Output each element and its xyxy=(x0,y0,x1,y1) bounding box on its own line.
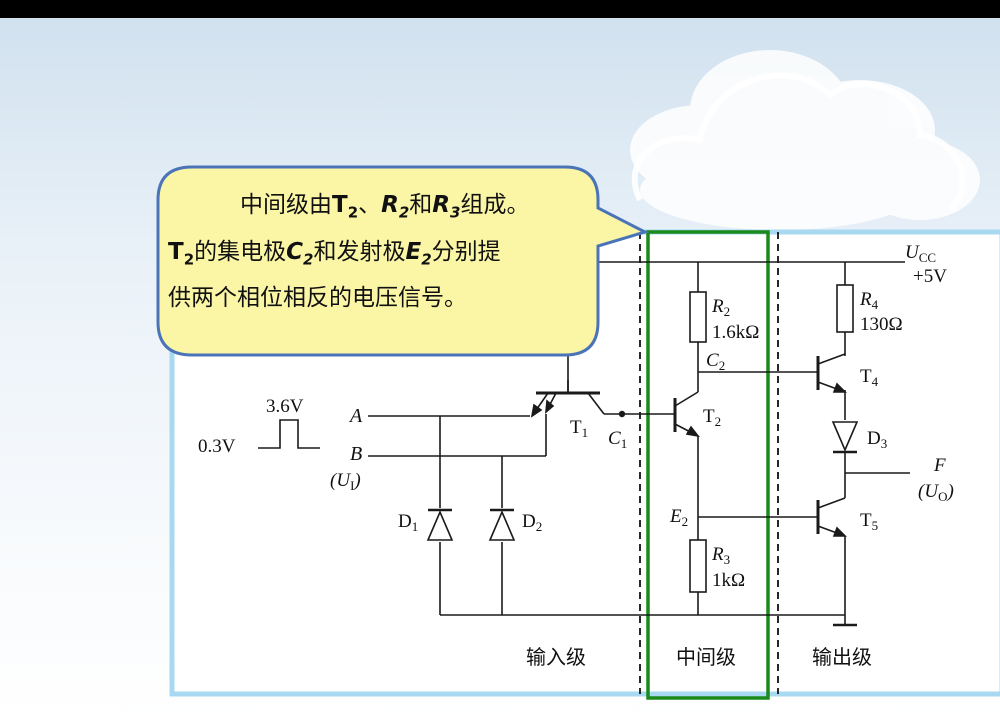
diode-d2 xyxy=(488,508,516,541)
label-c2: C2 xyxy=(706,350,725,373)
callout-line-3: 供两个相位相反的电压信号。 xyxy=(168,285,467,312)
callout-line-2: T2的集电极C2和发射极E2分别提 xyxy=(168,238,501,269)
label-e2: E2 xyxy=(669,506,688,529)
label-uo: (UO) xyxy=(918,481,954,504)
label-t4: T4 xyxy=(860,366,879,389)
node-c1 xyxy=(618,410,626,418)
label-r2-value: 1.6kΩ xyxy=(712,322,759,343)
label-input-a: A xyxy=(348,405,363,427)
label-output-f: F xyxy=(933,455,946,476)
label-ucc: UCC xyxy=(905,242,936,265)
resistor-r4 xyxy=(836,284,854,333)
transistor-t5 xyxy=(816,497,847,537)
label-stage-input: 输入级 xyxy=(526,645,586,669)
diode-d3 xyxy=(831,421,859,454)
callout-text: 中间级由T2、R2和R3组成。 T2的集电极C2和发射极E2分别提 供两个相位相… xyxy=(168,186,588,318)
diode-d1 xyxy=(426,508,454,541)
label-r3: R3 xyxy=(711,544,730,567)
label-pulse-high: 3.6V xyxy=(266,396,304,417)
callout-bubble xyxy=(156,165,650,357)
label-d1: D1 xyxy=(398,511,418,534)
label-r2: R2 xyxy=(711,296,730,319)
label-ucc-value: +5V xyxy=(913,266,947,287)
label-d3: D3 xyxy=(867,428,887,451)
transistor-t4 xyxy=(816,353,847,393)
label-r4-value: 130Ω xyxy=(860,314,903,335)
top-bar xyxy=(0,0,1000,18)
label-input-b: B xyxy=(350,443,362,465)
label-pulse-low: 0.3V xyxy=(198,436,236,457)
transistor-t1 xyxy=(530,380,605,418)
label-t2: T2 xyxy=(703,406,721,429)
cloud-outline xyxy=(631,72,966,213)
label-stage-output: 输出级 xyxy=(812,645,872,669)
label-t1: T1 xyxy=(570,417,588,440)
middle-stage-highlight xyxy=(646,230,770,700)
callout-line-1: 中间级由T2、R2和R3组成。 xyxy=(240,192,530,222)
label-r4: R4 xyxy=(859,289,879,312)
label-stage-middle: 中间级 xyxy=(676,645,736,669)
label-c1: C1 xyxy=(608,428,627,451)
label-d2: D2 xyxy=(522,511,542,534)
resistor-r3 xyxy=(689,539,707,593)
wires xyxy=(258,261,910,627)
label-ui: (UI) xyxy=(330,470,361,493)
label-t5: T5 xyxy=(860,510,878,533)
label-r3-value: 1kΩ xyxy=(712,570,745,591)
transistor-t2 xyxy=(673,391,700,438)
resistor-r2 xyxy=(689,291,707,343)
